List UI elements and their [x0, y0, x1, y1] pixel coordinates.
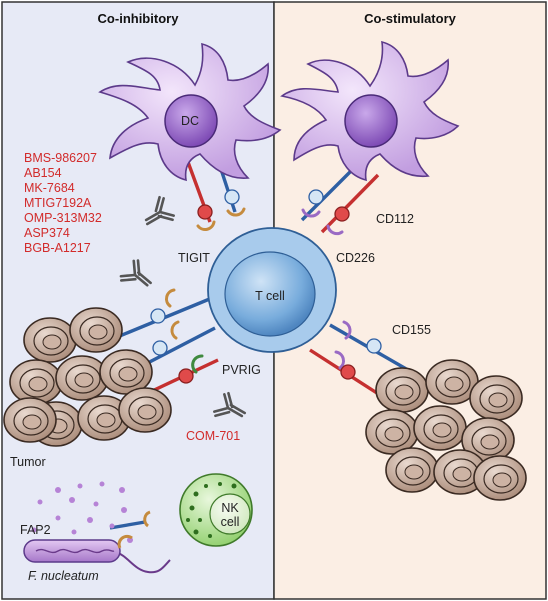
- co-inhibitory-title: Co-inhibitory: [98, 11, 180, 26]
- t-cell-label: T cell: [255, 289, 285, 303]
- drug-5: OMP-313M32: [24, 211, 102, 225]
- drug-7: BGB-A1217: [24, 241, 91, 255]
- drug-4: MTIG7192A: [24, 196, 92, 210]
- com-701-label: COM-701: [186, 429, 240, 443]
- pvrig-receptor: [191, 354, 204, 374]
- cd226-label: CD226: [336, 251, 375, 265]
- dc-ligands: [197, 189, 350, 222]
- t-cell-receptors: [165, 207, 352, 374]
- tigit-receptor-left2: [170, 320, 180, 340]
- cd226-receptor-top1: [301, 208, 321, 218]
- cd112-label: CD112: [376, 212, 414, 226]
- drug-3: MK-7684: [24, 181, 75, 195]
- cd112-ligand-dc-left: [197, 204, 213, 220]
- tigit-label: TIGIT: [178, 251, 210, 265]
- dendritic-cell-right: [280, 40, 460, 182]
- fap2-label: FAP2: [20, 523, 51, 537]
- dendritic-cell-left: DC: [98, 42, 282, 182]
- cd155-ligand-dc-right: [308, 189, 324, 205]
- cd226-receptor-right1: [342, 320, 352, 340]
- tumor-right: [365, 359, 527, 501]
- drug-1: BMS-986207: [24, 151, 97, 165]
- co-stimulatory-title: Co-stimulatory: [364, 11, 457, 26]
- tigit-receptor-top: [196, 220, 216, 231]
- nk-label-line1: NK: [221, 501, 239, 515]
- tigit-receptor-top2: [226, 207, 246, 217]
- drug-2: AB154: [24, 166, 62, 180]
- tumor-label: Tumor: [10, 455, 46, 469]
- f-nucleatum-label: F. nucleatum: [28, 569, 99, 583]
- cd155-ligand-dc-left: [224, 189, 240, 205]
- cd155-label: CD155: [392, 323, 431, 337]
- f-nucleatum-bacterium: [23, 534, 171, 574]
- tumor-ligands: [150, 308, 382, 384]
- dc-right-nucleus: [344, 94, 398, 148]
- tigit-receptor-left1: [165, 288, 176, 308]
- tigit-drug-list: BMS-986207 AB154 MK-7684 MTIG7192A OMP-3…: [24, 151, 102, 255]
- bacterial-particles: [31, 481, 133, 543]
- drug-6: ASP374: [24, 226, 70, 240]
- cd112-ligand-dc-right: [334, 206, 350, 222]
- nk-label-line2: cell: [221, 515, 240, 529]
- pvrig-label: PVRIG: [222, 363, 261, 377]
- dc-label: DC: [181, 114, 199, 128]
- cd226-receptor-right2: [334, 350, 345, 370]
- cd226-receptor-top2: [326, 224, 344, 236]
- t-cell-nucleus: [224, 251, 316, 337]
- nk-cell: NK cell: [143, 473, 253, 547]
- dc-nucleus: [164, 94, 218, 148]
- nk-cell-nucleus: [209, 493, 251, 535]
- t-cell: T cell: [207, 227, 337, 353]
